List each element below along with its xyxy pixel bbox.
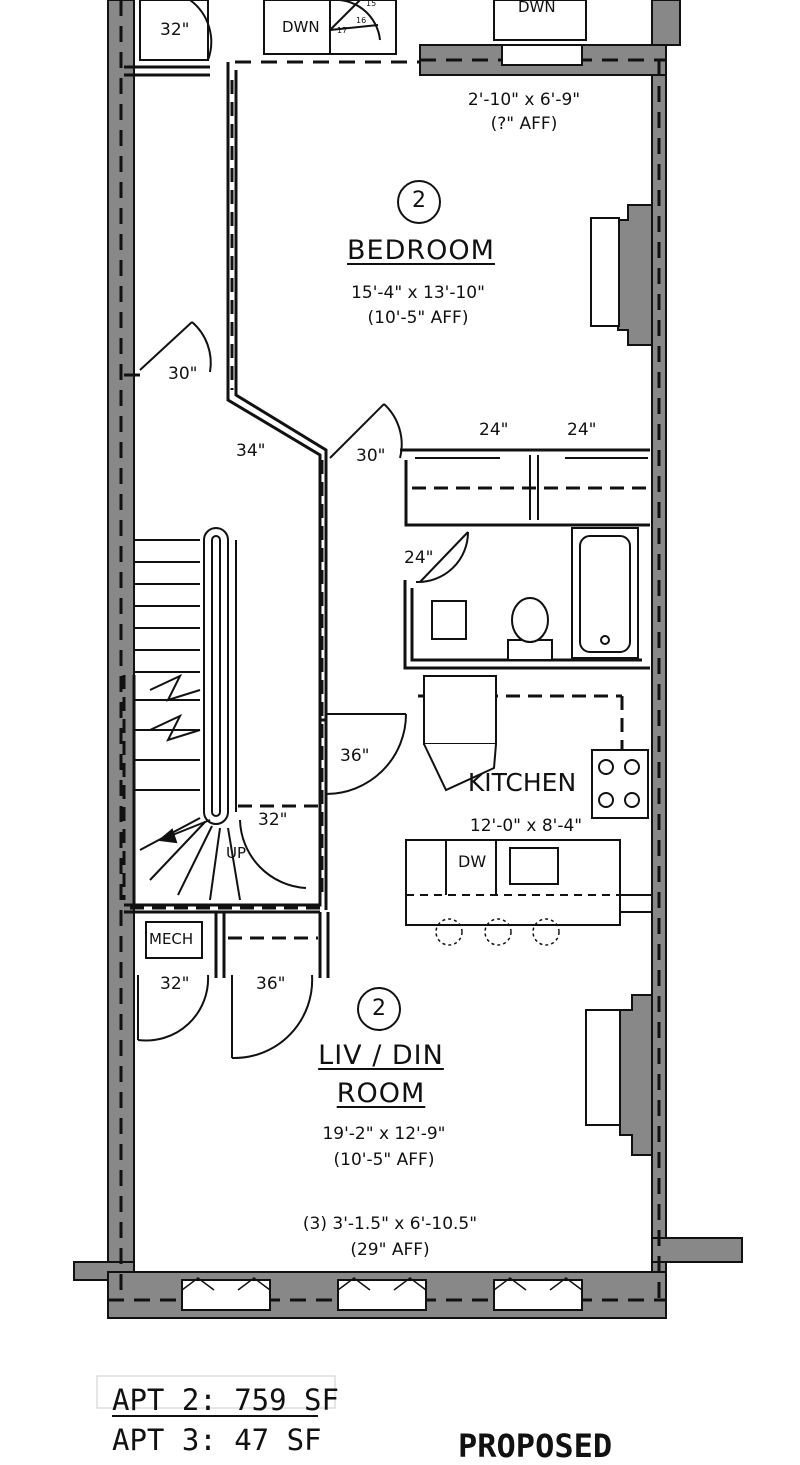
stair-up-label: UP [226, 844, 247, 862]
door-size-closet-b: 24" [567, 420, 597, 440]
apt2-area: APT 2: 759 SF [112, 1383, 339, 1417]
main-stair [134, 527, 241, 901]
front-windows [181, 44, 583, 1311]
living-title-line2: ROOM [336, 1078, 426, 1109]
mech-label: MECH [149, 930, 194, 948]
bedroom-dims: 15'-4" x 13'-10" [351, 283, 485, 303]
bedroom-window-sill: (?" AFF) [490, 114, 558, 134]
tread-number: 16 [356, 16, 367, 25]
tread-number: 15 [366, 0, 377, 8]
living-number-circle [357, 987, 401, 1031]
bedroom-title: BEDROOM [347, 235, 495, 266]
upper-stairs [139, 0, 587, 61]
area-box [96, 1375, 336, 1409]
dashed-partitions [122, 80, 650, 940]
bedroom-number-circle [397, 180, 441, 224]
living-window-sill: (29" AFF) [350, 1240, 430, 1260]
bathroom-fixtures [431, 527, 639, 661]
door-size-closet-36: 36" [256, 974, 286, 994]
living-window-dims: (3) 3'-1.5" x 6'-10.5" [302, 1214, 478, 1234]
mech-box [145, 921, 203, 959]
bedroom-window-dims: 2'-10" x 6'-9" [467, 90, 581, 110]
bedroom-number: 2 [412, 188, 426, 213]
stair-down-right-label: DWN [518, 0, 556, 16]
apt3-area: APT 3: 47 SF [112, 1423, 322, 1457]
fireplace-hearths [585, 217, 621, 1126]
kitchen-title: KITCHEN [467, 768, 577, 797]
living-number: 2 [372, 996, 386, 1021]
stair-down-left-label: DWN [282, 18, 320, 36]
bedroom-ceiling: (10'-5" AFF) [367, 308, 469, 328]
window-swings [181, 1277, 583, 1291]
tread-number: 17 [337, 26, 348, 35]
door-size-closet-a: 24" [479, 420, 509, 440]
living-title-line1: LIV / DIN [318, 1040, 444, 1071]
door-size-hall-30: 30" [168, 364, 198, 384]
kitchen-fixtures [405, 675, 652, 926]
closets [415, 455, 648, 520]
door-size-bed-30: 30" [356, 446, 386, 466]
interior-walls [124, 62, 650, 978]
door-size-bath: 24" [404, 548, 434, 568]
kitchen-dims: 12'-0" x 8'-4" [469, 816, 583, 836]
living-ceiling: (10'-5" AFF) [333, 1150, 435, 1170]
living-dims: 19'-2" x 12'-9" [322, 1124, 446, 1144]
door-swings [137, 0, 469, 1060]
door-size-top-left: 32" [160, 20, 190, 40]
dishwasher-label: DW [458, 852, 487, 871]
bar-stools [435, 918, 560, 946]
door-size-stair-32: 32" [258, 810, 288, 830]
door-size-entry-36: 36" [340, 746, 370, 766]
door-size-hall-34: 34" [236, 441, 266, 461]
door-size-mech-32: 32" [160, 974, 190, 994]
chimney-breasts [617, 204, 653, 1156]
proposed-title: PROPOSED [458, 1427, 613, 1465]
